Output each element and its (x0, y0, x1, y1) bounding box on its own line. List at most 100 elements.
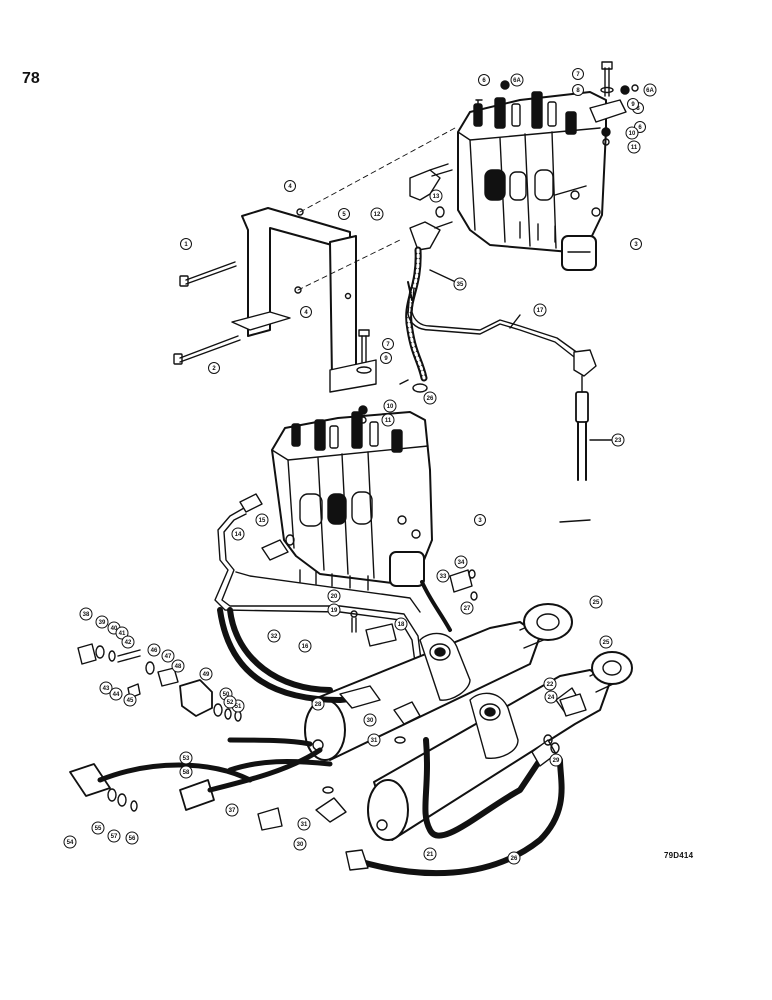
callout-number: 10 (629, 131, 636, 137)
callout-circle (423, 847, 437, 861)
callout-11: 11 (627, 140, 641, 154)
callout-circle (225, 803, 239, 817)
callout-25: 25 (589, 595, 603, 609)
callout-number: 6A (646, 88, 654, 94)
callout-5: 5 (338, 208, 350, 220)
callout-circle (394, 617, 408, 631)
callout-circle (171, 659, 185, 673)
tube-17 (407, 287, 597, 377)
callout-6A: 6A (643, 83, 657, 97)
callout-25: 25 (599, 635, 613, 649)
callout-27: 27 (460, 601, 474, 615)
callout-3: 3 (630, 238, 642, 250)
callout-circle (453, 277, 467, 291)
callout-circle (180, 238, 192, 250)
callout-number: 45 (127, 698, 134, 704)
callout-circle (423, 391, 437, 405)
callout-57: 57 (107, 829, 121, 843)
callout-39: 39 (95, 615, 109, 629)
callout-number: 9 (384, 356, 388, 362)
callout-35: 35 (453, 277, 467, 291)
callout-circle (478, 74, 490, 86)
callout-number: 20 (331, 594, 338, 600)
callout-circle (549, 753, 563, 767)
callout-number: 14 (235, 532, 242, 538)
callout-number: 21 (427, 852, 434, 858)
callout-number: 16 (302, 644, 309, 650)
callout-4: 4 (284, 180, 296, 192)
callout-10: 10 (625, 126, 639, 140)
callout-circle (572, 68, 584, 80)
callout-33: 33 (436, 569, 450, 583)
callout-52: 52 (223, 695, 237, 709)
callout-number: 46 (151, 648, 158, 654)
callout-number: 6 (482, 78, 486, 84)
callout-number: 57 (111, 834, 118, 840)
callout-circle (267, 629, 281, 643)
callout-circle (79, 607, 93, 621)
callout-number: 7 (386, 342, 390, 348)
callout-number: 7 (576, 72, 580, 78)
callout-31: 31 (367, 733, 381, 747)
callout-circle (543, 677, 557, 691)
callout-circle (533, 303, 547, 317)
callout-circle (367, 733, 381, 747)
callout-number: 47 (165, 654, 172, 660)
callout-number: 4 (304, 310, 308, 316)
callout-7: 7 (382, 338, 394, 350)
callout-circle (99, 681, 113, 695)
callout-circle (460, 601, 474, 615)
callout-circle (123, 693, 137, 707)
mounting-bracket (231, 207, 377, 393)
callout-circle (544, 690, 558, 704)
callout-number: 29 (553, 758, 560, 764)
callout-number: 49 (203, 672, 210, 678)
callout-number: 51 (235, 704, 242, 710)
callout-number: 42 (125, 640, 132, 646)
callout-34: 34 (454, 555, 468, 569)
elbow-fitting-12 (409, 163, 453, 251)
callout-number: 56 (129, 836, 136, 842)
callout-number: 6A (513, 78, 521, 84)
callout-circle (91, 821, 105, 835)
callout-number: 5 (342, 212, 346, 218)
callout-number: 11 (631, 145, 638, 151)
callout-number: 55 (95, 826, 102, 832)
callout-number: 23 (615, 438, 622, 444)
callout-circle (161, 649, 175, 663)
hose-35 (405, 246, 428, 382)
callout-number: 25 (593, 600, 600, 606)
callout-circle (109, 687, 123, 701)
callout-37: 37 (225, 803, 239, 817)
callout-circle (63, 835, 77, 849)
callout-30: 30 (293, 837, 307, 851)
callout-number: 25 (603, 640, 610, 646)
callout-number: 52 (227, 700, 234, 706)
callout-13: 13 (429, 189, 443, 203)
callout-32: 32 (267, 629, 281, 643)
callout-circle (179, 765, 193, 779)
callout-circle (95, 615, 109, 629)
callout-20: 20 (327, 589, 341, 603)
callout-number: 18 (398, 622, 405, 628)
callout-number: 12 (374, 212, 381, 218)
callout-28: 28 (311, 697, 325, 711)
callout-9: 9 (627, 98, 639, 110)
callout-circle (429, 189, 443, 203)
callout-number: 53 (183, 756, 190, 762)
callout-number: 38 (83, 612, 90, 618)
callout-number: 3 (478, 518, 482, 524)
callout-48: 48 (171, 659, 185, 673)
callout-circle (381, 413, 395, 427)
callout-circle (179, 751, 193, 765)
callout-11: 11 (381, 413, 395, 427)
callout-number: 3 (634, 242, 638, 248)
callout-number: 39 (99, 620, 106, 626)
callout-47: 47 (161, 649, 175, 663)
callout-22: 22 (543, 677, 557, 691)
callout-49: 49 (199, 667, 213, 681)
hydraulic-cylinder-lower (367, 651, 633, 841)
callout-6: 6 (478, 74, 490, 86)
hose-23 (575, 375, 589, 481)
callout-53: 53 (179, 751, 193, 765)
